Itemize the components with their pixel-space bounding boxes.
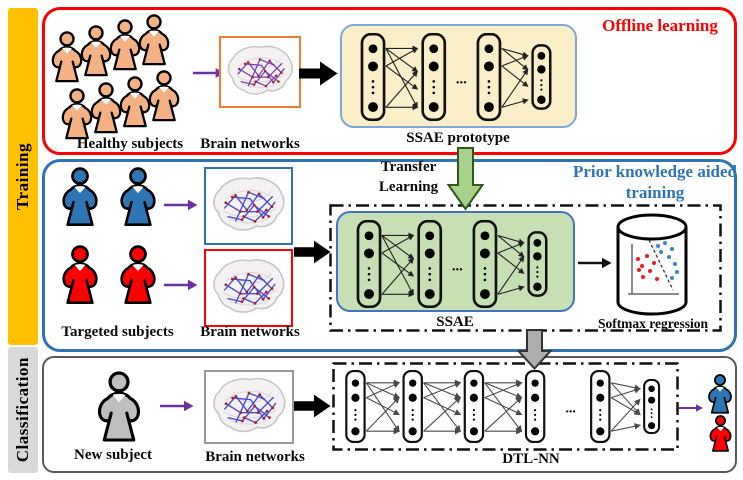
ssae-label: SSAE	[436, 314, 474, 330]
transfer-learning-label: Transfer Learning	[378, 159, 439, 195]
black-flow-arrow	[299, 61, 338, 86]
healthy-subjects-label: Healthy subjects	[76, 136, 184, 152]
targeted-subject-red-icon	[116, 245, 160, 306]
classification-phase-bar: Classification	[8, 347, 38, 473]
softmax-cylinder-icon	[616, 213, 688, 316]
softmax-regression-label: Softmax regression	[597, 316, 709, 331]
brain-networks-label-training: Brain networks	[200, 324, 300, 340]
aided-training-dashdot-frame	[329, 204, 722, 332]
offline-learning-title: Offline learning	[602, 16, 718, 35]
ssae-network	[336, 211, 575, 312]
to-classification-arrow	[517, 329, 552, 370]
purple-arrow	[163, 278, 199, 292]
ssae-prototype-label: SSAE prototype	[406, 130, 510, 146]
brain-networks-label-classification: Brain networks	[205, 449, 305, 465]
new-subject-icon	[93, 371, 145, 444]
classification-phase-label: Classification	[13, 357, 32, 463]
targeted-subject-blue-icon	[116, 167, 160, 228]
dtlnn-dashdot-frame	[332, 362, 679, 451]
brain-network-icon-healthy	[219, 36, 301, 108]
dtlnn-label: DTL-NN	[502, 451, 560, 467]
purple-arrow	[158, 399, 195, 413]
training-phase-label: Training	[13, 143, 32, 210]
dtlnn-network-icon	[337, 368, 674, 445]
black-flow-arrow	[294, 394, 331, 418]
new-subject-label: New subject	[74, 447, 152, 463]
purple-arrow	[163, 198, 199, 212]
training-phase-bar: Training	[8, 8, 38, 345]
neural-network-icon	[342, 218, 569, 310]
targeted-subject-red-icon	[58, 245, 102, 306]
targeted-subjects-label: Targeted subjects	[61, 324, 174, 340]
transfer-learning-arrow	[447, 147, 484, 211]
classification-section	[42, 356, 737, 473]
brain-networks-label-offline: Brain networks	[200, 136, 300, 152]
targeted-subject-blue-icon	[58, 167, 102, 228]
classified-red-icon	[702, 415, 739, 453]
to-softmax-arrow	[577, 256, 613, 270]
neural-network-icon	[346, 31, 573, 123]
brain-network-icon-new	[204, 370, 294, 444]
brain-network-icon-blue	[204, 167, 293, 245]
classified-blue-icon	[700, 374, 740, 415]
healthy-subjects-group-icon	[51, 14, 180, 140]
ssae-prototype-network	[340, 24, 577, 128]
prior-knowledge-title: Prior knowledge aided training	[572, 162, 738, 203]
black-flow-arrow	[294, 240, 331, 264]
brain-network-icon-red	[204, 249, 293, 327]
